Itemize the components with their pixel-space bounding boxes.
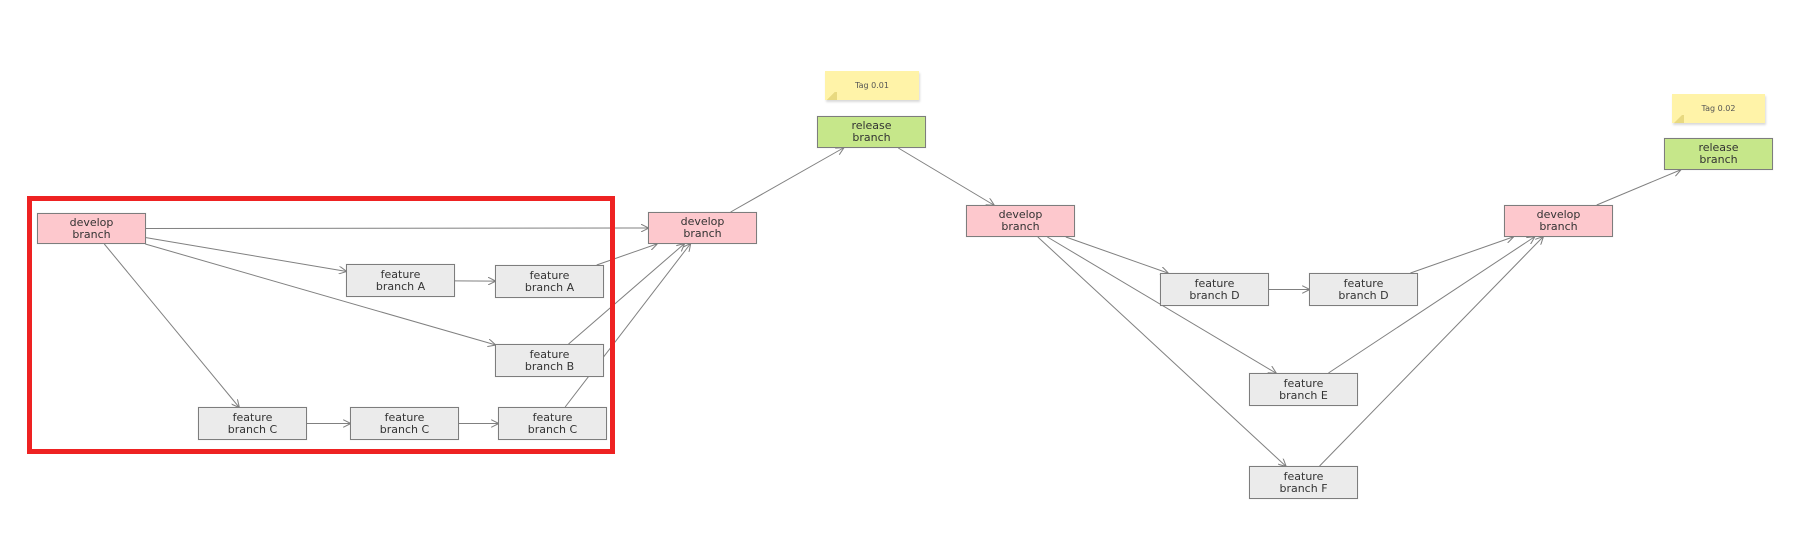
tag-note-1[interactable]: Tag 0.01 — [825, 71, 919, 100]
node-release-1[interactable]: release branch — [817, 116, 926, 148]
node-feature-b[interactable]: feature branch B — [495, 344, 604, 377]
node-feature-e-label: feature branch E — [1279, 376, 1328, 402]
node-feature-c-3[interactable]: feature branch C — [498, 407, 607, 440]
node-develop-1[interactable]: develop branch — [37, 213, 146, 244]
edge-featA2-to-dev2 — [596, 244, 657, 266]
edge-featE-to-dev4 — [1328, 237, 1534, 374]
edge-dev1-to-featC1 — [103, 243, 239, 407]
node-feature-a-2-label: feature branch A — [524, 268, 575, 294]
node-develop-2[interactable]: develop branch — [648, 212, 757, 244]
edge-featB-to-dev2 — [568, 244, 684, 345]
edge-dev3-to-featD1 — [1065, 236, 1168, 273]
node-develop-2-label: develop branch — [680, 215, 725, 240]
node-release-2-label: release branch — [1698, 141, 1739, 166]
node-feature-a-2[interactable]: feature branch A — [495, 265, 604, 298]
edge-dev1-to-featB — [145, 243, 495, 345]
node-feature-c-2-label: feature branch C — [379, 410, 430, 436]
node-feature-a-1[interactable]: feature branch A — [346, 264, 455, 297]
node-feature-f[interactable]: feature branch F — [1249, 466, 1358, 499]
node-feature-d-2[interactable]: feature branch D — [1309, 273, 1418, 306]
edge-featD2-to-dev4 — [1410, 237, 1512, 274]
edge-dev1-to-featA1 — [145, 237, 346, 272]
node-feature-b-label: feature branch B — [524, 347, 575, 373]
feature-scope-highlight — [27, 196, 615, 454]
node-feature-d-2-label: feature branch D — [1338, 276, 1389, 302]
edge-featF-to-dev4 — [1319, 237, 1543, 467]
edge-dev4-to-rel2 — [1596, 170, 1681, 206]
node-develop-3-label: develop branch — [998, 208, 1043, 233]
node-feature-d-1-label: feature branch D — [1189, 276, 1240, 302]
edge-dev3-to-featF — [1037, 236, 1286, 466]
node-feature-d-1[interactable]: feature branch D — [1160, 273, 1269, 306]
node-feature-c-2[interactable]: feature branch C — [350, 407, 459, 440]
node-release-2[interactable]: release branch — [1664, 138, 1773, 170]
edge-rel1-to-dev3 — [898, 147, 993, 205]
node-feature-e[interactable]: feature branch E — [1249, 373, 1358, 406]
edge-dev2-to-rel1 — [730, 148, 844, 213]
edge-featC3-to-dev2 — [564, 244, 690, 408]
node-feature-c-1-label: feature branch C — [227, 410, 278, 436]
node-feature-c-1[interactable]: feature branch C — [198, 407, 307, 440]
node-develop-3[interactable]: develop branch — [966, 205, 1075, 237]
node-develop-1-label: develop branch — [69, 215, 114, 241]
tag-note-1-label: Tag 0.01 — [855, 81, 889, 90]
node-develop-4[interactable]: develop branch — [1504, 205, 1613, 237]
node-feature-a-1-label: feature branch A — [375, 267, 426, 293]
node-release-1-label: release branch — [851, 119, 892, 144]
tag-note-2-label: Tag 0.02 — [1701, 104, 1736, 113]
node-feature-f-label: feature branch F — [1279, 469, 1328, 495]
tag-note-2[interactable]: Tag 0.02 — [1672, 94, 1765, 123]
node-develop-4-label: develop branch — [1536, 208, 1581, 233]
node-feature-c-3-label: feature branch C — [527, 410, 578, 436]
